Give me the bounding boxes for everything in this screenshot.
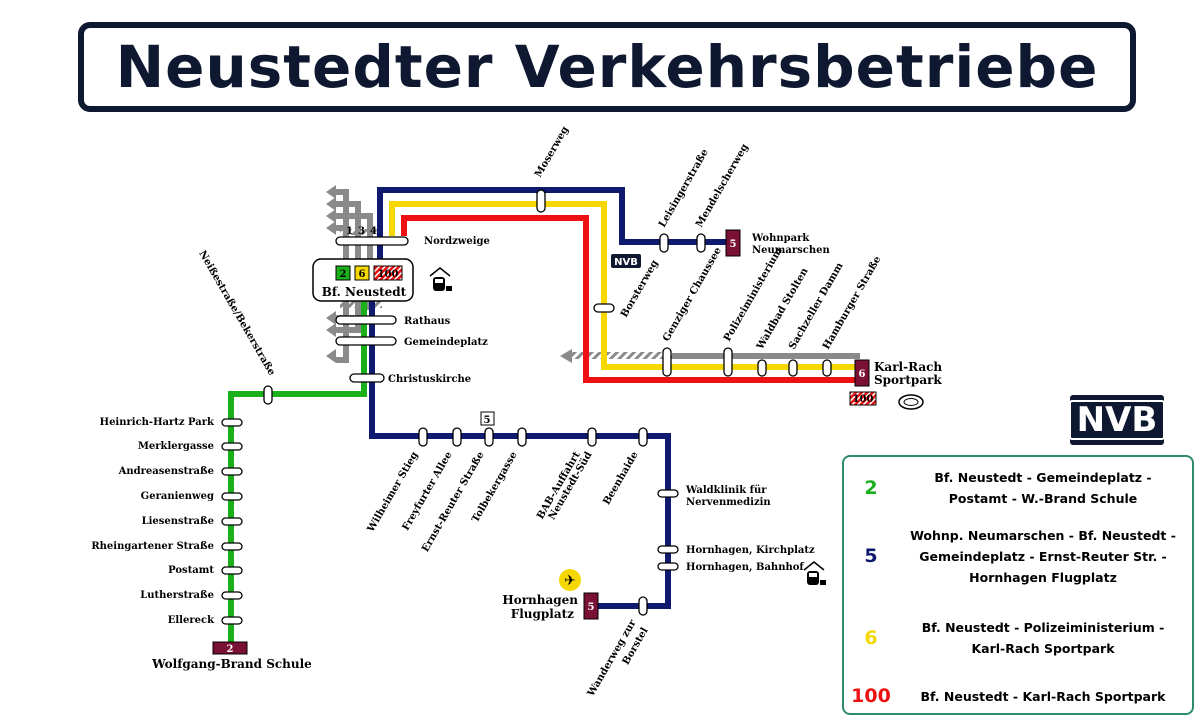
- station-merkler: Merklergasse: [138, 441, 214, 452]
- station-genziger: Genziger Chaussee: [661, 246, 724, 344]
- grey-line-label-4: 4: [370, 226, 377, 237]
- legend-row-line-2: 2 Bf. Neustedt - Gemeindeplatz - Postamt…: [844, 463, 1192, 513]
- legend-route-text: Wohnp. Neumarschen - Bf. Neustedt - Geme…: [898, 525, 1188, 588]
- route-marker-5: [480, 411, 495, 426]
- line-100: [401, 215, 858, 383]
- grey-arrowheads: [326, 185, 572, 363]
- station-ellereck: Ellereck: [168, 615, 215, 626]
- legend-route-line: Bf. Neustedt - Karl-Rach Sportpark: [920, 688, 1166, 704]
- terminal-sportpark-100-label: 100: [853, 394, 874, 405]
- terminal-flughafen[interactable]: [583, 592, 599, 620]
- station-wohnpark-2: Neumarschen: [752, 245, 830, 256]
- station-heinrich: Heinrich-Hartz Park: [100, 417, 215, 428]
- legend-row-line-5: 5 Wohnp. Neumarschen - Bf. Neustedt - Ge…: [844, 523, 1192, 589]
- terminal-wohnpark-label: 5: [730, 239, 737, 250]
- station-nordzweige: Nordzweige: [424, 236, 490, 247]
- grey-line-label-1: 1: [346, 226, 353, 237]
- line-6: [389, 201, 860, 370]
- station-waldklinik-1: Waldklinik für: [685, 485, 767, 496]
- legend-route-text: Bf. Neustedt - Polizeiministerium - Karl…: [898, 617, 1188, 659]
- stadium-icon: [898, 394, 924, 410]
- station-wohnpark-1: Wohnpark: [751, 233, 810, 244]
- airplane-glyph: ✈: [564, 573, 576, 589]
- station-ernst-reuter: Ernst-Reuter Straße: [420, 450, 486, 554]
- terminal-sportpark-100: [849, 391, 877, 406]
- terminal-flughafen-label: 5: [588, 602, 595, 613]
- legend-line-number: 100: [851, 685, 891, 707]
- hub-badge-6: 6: [359, 269, 366, 280]
- terminal-wolfgang-label: 2: [227, 644, 234, 655]
- hub-badge-100: 100: [378, 269, 399, 280]
- route-marker-5-label: 5: [484, 415, 491, 426]
- line-legend: 2 Bf. Neustedt - Gemeindeplatz - Postamt…: [842, 455, 1194, 715]
- legend-route-line: Postamt - W.-Brand Schule: [948, 491, 1138, 506]
- nvb-tag: [611, 254, 641, 268]
- station-sportpark-1: Karl-Rach: [874, 360, 942, 374]
- station-wolfgang: Wolfgang-Brand Schule: [151, 657, 312, 671]
- station-geranien: Geranienweg: [141, 491, 214, 502]
- legend-route-line: Wohnp. Neumarschen - Bf. Neustedt -: [910, 527, 1176, 543]
- legend-route-text: Bf. Neustedt - Karl-Rach Sportpark: [898, 686, 1188, 707]
- train-station-icon-hornhagen: [803, 561, 826, 585]
- station-andreas: Andreasenstraße: [118, 466, 214, 477]
- hub-station[interactable]: 2 6 100 Bf. Neustedt: [312, 258, 414, 302]
- station-sportpark-2: Sportpark: [874, 373, 942, 387]
- legend-route-line: Bf. Neustedt - Gemeindeplatz -: [934, 470, 1152, 485]
- hub-badge-2: 2: [340, 269, 347, 280]
- grey-hatched-track: [572, 352, 672, 359]
- station-moserweg: Moserweg: [533, 125, 571, 180]
- terminal-wolfgang[interactable]: [212, 641, 248, 655]
- legend-row-line-100: 100 Bf. Neustedt - Karl-Rach Sportpark: [844, 683, 1192, 709]
- page-title: Neustedter Verkehrsbetriebe: [115, 33, 1099, 101]
- nvb-logo: NVB: [1068, 395, 1166, 445]
- station-christuskirche: Christuskirche: [388, 374, 471, 385]
- station-liesen: Liesenstraße: [142, 516, 214, 527]
- station-neissestrasse: Neißestraße/Bekerstraße: [196, 249, 277, 378]
- stop-markers[interactable]: [221, 189, 832, 625]
- station-waldklinik-2: Nervenmedizin: [686, 497, 771, 508]
- legend-route-line: Hornhagen Flugplatz: [969, 569, 1117, 585]
- legend-line-number: 2: [864, 477, 878, 499]
- hub-station-name: Bf. Neustedt: [322, 285, 407, 299]
- legend-row-line-6: 6 Bf. Neustedt - Polizeiministerium - Ka…: [844, 615, 1192, 661]
- nvb-logo-text: NVB: [1068, 400, 1166, 440]
- terminal-wohnpark[interactable]: [725, 229, 741, 257]
- station-luther: Lutherstraße: [140, 590, 214, 601]
- station-flugplatz-2: Flugplatz: [511, 607, 574, 621]
- legend-route-text: Bf. Neustedt - Gemeindeplatz - Postamt -…: [898, 467, 1188, 509]
- station-gemeindeplatz: Gemeindeplatz: [404, 337, 488, 348]
- legend-line-number: 5: [864, 545, 878, 567]
- station-kirchplatz: Hornhagen, Kirchplatz: [686, 545, 815, 556]
- nvb-tag-label: NVB: [614, 257, 638, 268]
- airport-icon: [559, 569, 581, 591]
- terminal-sportpark-label: 6: [859, 369, 866, 380]
- legend-route-line: Bf. Neustedt - Polizeiministerium -: [921, 620, 1165, 635]
- title-banner: Neustedter Verkehrsbetriebe: [78, 22, 1136, 112]
- station-flugplatz-1: Hornhagen: [502, 593, 578, 607]
- station-bahnhof: Hornhagen, Bahnhof: [686, 562, 804, 573]
- legend-route-line: Karl-Rach Sportpark: [971, 641, 1115, 656]
- train-station-icon: [429, 267, 452, 291]
- stadium-icon-inner: [903, 398, 919, 406]
- legend-line-number: 6: [864, 627, 878, 649]
- terminal-sportpark[interactable]: [854, 359, 870, 387]
- grey-line-south: [336, 300, 361, 363]
- station-rheingartener: Rheingartener Straße: [91, 541, 214, 552]
- station-rathaus: Rathaus: [404, 316, 451, 327]
- grey-line-label-3: 3: [358, 226, 365, 237]
- hub-hatch-north: [340, 229, 382, 235]
- station-beenhaide: Beenhaide: [601, 450, 640, 507]
- line-5-north: [377, 187, 730, 300]
- legend-route-line: Gemeindeplatz - Ernst-Reuter Str. -: [919, 548, 1167, 564]
- station-postamt: Postamt: [168, 565, 214, 576]
